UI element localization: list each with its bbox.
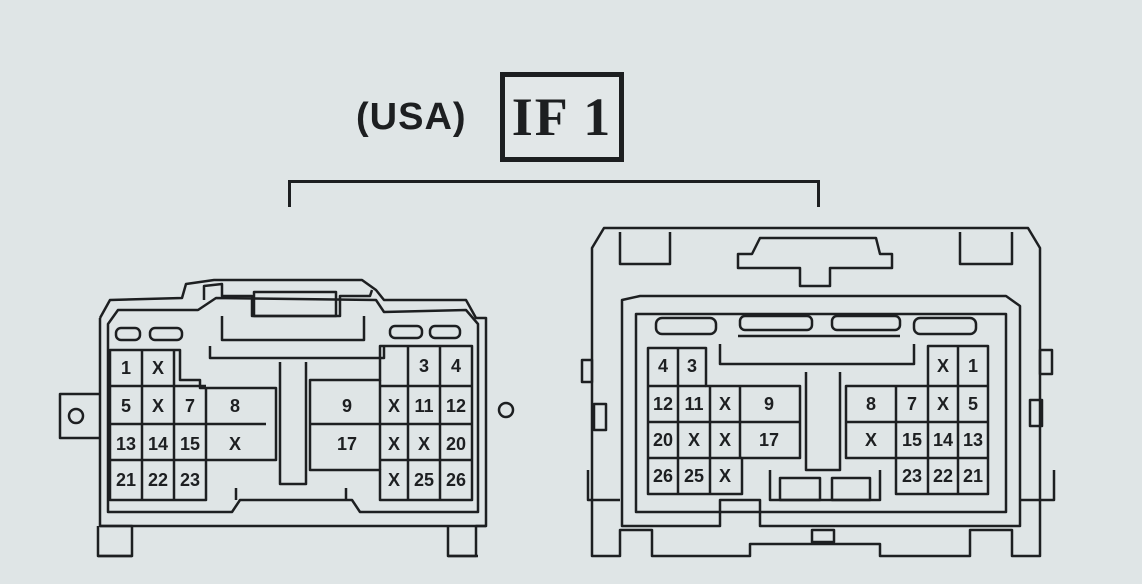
pin-label: 20 bbox=[445, 433, 467, 454]
right-connector-body bbox=[580, 226, 1056, 558]
pin-label: 12 bbox=[445, 395, 467, 416]
pin-label: 1 bbox=[120, 357, 131, 378]
pin-label: X bbox=[936, 355, 949, 376]
pin-label: 26 bbox=[652, 465, 674, 486]
pin-label: 3 bbox=[686, 355, 697, 376]
connector-code-box: IF 1 bbox=[500, 72, 624, 162]
pin-label: 25 bbox=[413, 469, 435, 490]
pin-label: 8 bbox=[865, 393, 876, 414]
pin-label: 1 bbox=[967, 355, 978, 376]
pin-label: 26 bbox=[445, 469, 467, 490]
pin-label: 8 bbox=[229, 395, 240, 416]
pin-label: 13 bbox=[962, 429, 984, 450]
pin-label: 13 bbox=[115, 433, 137, 454]
pin-label: X bbox=[151, 395, 164, 416]
pin-label: X bbox=[228, 433, 241, 454]
pin-label: 12 bbox=[652, 393, 674, 414]
pin-label: 3 bbox=[418, 355, 429, 376]
pin-label: 11 bbox=[414, 395, 434, 416]
pin-label: 14 bbox=[147, 433, 169, 454]
pin-label: 20 bbox=[652, 429, 674, 450]
pin-label: X bbox=[687, 429, 700, 450]
left-connector-body bbox=[58, 278, 515, 558]
pin-label: 4 bbox=[450, 355, 461, 376]
pin-label: 22 bbox=[147, 469, 169, 490]
pin-label: X bbox=[718, 429, 731, 450]
pin-label: 17 bbox=[336, 433, 358, 454]
pin-label: X bbox=[151, 357, 164, 378]
pin-label: 7 bbox=[906, 393, 917, 414]
pin-label: 14 bbox=[932, 429, 954, 450]
pin-label: X bbox=[387, 433, 400, 454]
pin-label: X bbox=[864, 429, 877, 450]
pin-label: 17 bbox=[758, 429, 780, 450]
pin-label: 11 bbox=[684, 393, 704, 414]
region-label: (USA) bbox=[356, 96, 467, 138]
pin-label: 4 bbox=[657, 355, 668, 376]
pin-label: 15 bbox=[901, 429, 923, 450]
pin-label: 21 bbox=[962, 465, 984, 486]
pin-label: 23 bbox=[179, 469, 201, 490]
pin-label: 9 bbox=[763, 393, 774, 414]
pin-label: 21 bbox=[115, 469, 137, 490]
pin-label: 23 bbox=[901, 465, 923, 486]
pairing-bracket bbox=[288, 180, 820, 207]
pin-label: 22 bbox=[932, 465, 954, 486]
pin-label: 7 bbox=[184, 395, 195, 416]
pin-label: 15 bbox=[179, 433, 201, 454]
pin-label: 9 bbox=[341, 395, 352, 416]
connector-title: (USA) IF 1 bbox=[356, 72, 656, 162]
pin-label: X bbox=[718, 465, 731, 486]
connector-code: IF 1 bbox=[511, 87, 613, 147]
pin-label: X bbox=[936, 393, 949, 414]
pin-label: X bbox=[387, 469, 400, 490]
pin-label: 5 bbox=[120, 395, 131, 416]
pin-label: X bbox=[387, 395, 400, 416]
pin-label: 25 bbox=[683, 465, 705, 486]
pin-label: X bbox=[417, 433, 430, 454]
pin-label: X bbox=[718, 393, 731, 414]
pin-label: 5 bbox=[967, 393, 978, 414]
